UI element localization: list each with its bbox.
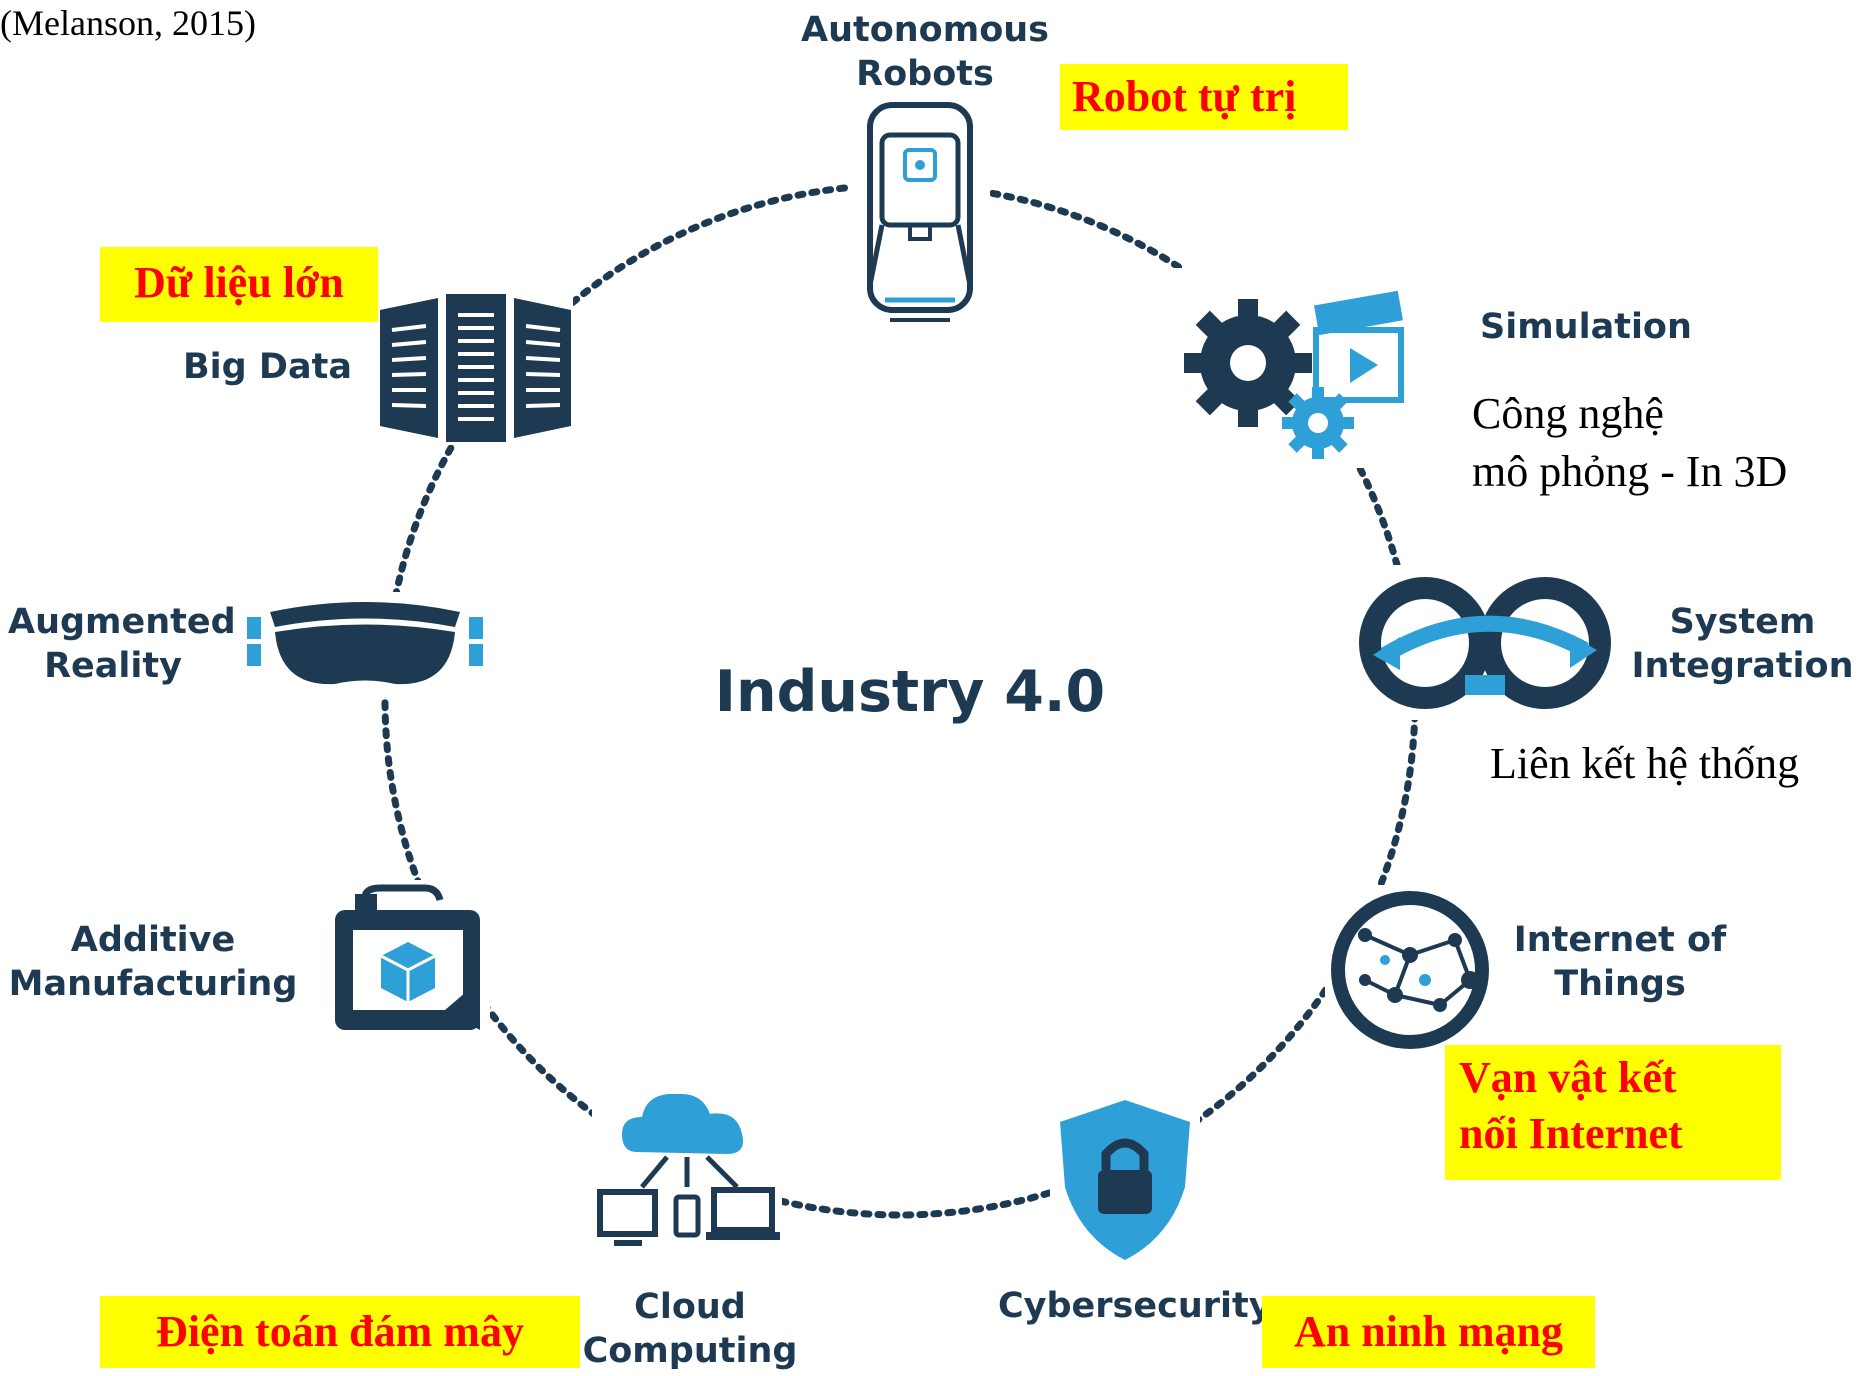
cloud-computing-line2: Computing [582, 1331, 798, 1371]
augmented-reality-line2: Reality [44, 646, 182, 686]
system-integration-line2: Integration [1631, 646, 1854, 686]
internet-of-things-line2: Things [1554, 964, 1686, 1004]
citation: (Melanson, 2015) [0, 3, 256, 43]
viet-system-integration: Liên kết hệ thống [1490, 739, 1800, 788]
shield-lock-icon [1050, 1092, 1200, 1267]
linked-rings-icon [1355, 565, 1615, 720]
robot-car-icon [850, 95, 990, 330]
additive-manufacturing-label: Additive Manufacturing [8, 918, 298, 1006]
cloud-devices-icon [592, 1072, 782, 1262]
center-title: Industry 4.0 [714, 659, 1106, 725]
additive-manufacturing-line1: Additive [70, 920, 236, 960]
system-integration-line1: System [1669, 602, 1816, 642]
cybersecurity-label: Cybersecurity [998, 1286, 1272, 1326]
viet-autonomous-robots: Robot tự trị [1060, 64, 1348, 130]
augmented-reality-label: Augmented Reality [8, 600, 236, 688]
viet-big-data: Dữ liệu lớn [100, 247, 378, 322]
server-racks-icon [378, 290, 573, 445]
gear-film-icon [1168, 268, 1413, 468]
internet-of-things-label: Internet of Things [1505, 918, 1735, 1006]
additive-manufacturing-line2: Manufacturing [8, 964, 298, 1004]
network-globe-icon [1325, 885, 1495, 1055]
autonomous-robots-label: Autonomous Robots [775, 8, 1075, 96]
augmented-reality-line1: Augmented [8, 602, 236, 642]
cloud-computing-label: Cloud Computing [580, 1285, 800, 1373]
autonomous-robots-line2: Robots [856, 54, 994, 94]
internet-of-things-line1: Internet of [1513, 920, 1727, 960]
viet-simulation-line2: mô phỏng - In 3D [1472, 447, 1788, 496]
cloud-computing-line1: Cloud [634, 1287, 746, 1327]
vr-headset-icon [245, 592, 485, 697]
simulation-label: Simulation [1480, 307, 1692, 347]
autonomous-robots-line1: Autonomous [800, 10, 1049, 50]
viet-cloud-computing: Điện toán đám mây [100, 1296, 580, 1368]
3d-printer-icon [325, 880, 490, 1045]
viet-cybersecurity: An ninh mạng [1262, 1296, 1595, 1368]
system-integration-label: System Integration [1620, 600, 1865, 688]
viet-iot-line1: Vạn vật kết [1459, 1053, 1677, 1102]
viet-internet-of-things: Vạn vật kết nối Internet [1445, 1045, 1781, 1180]
viet-iot-line2: nối Internet [1459, 1109, 1683, 1158]
big-data-label: Big Data [183, 347, 352, 387]
viet-simulation-line1: Công nghệ [1472, 389, 1664, 438]
